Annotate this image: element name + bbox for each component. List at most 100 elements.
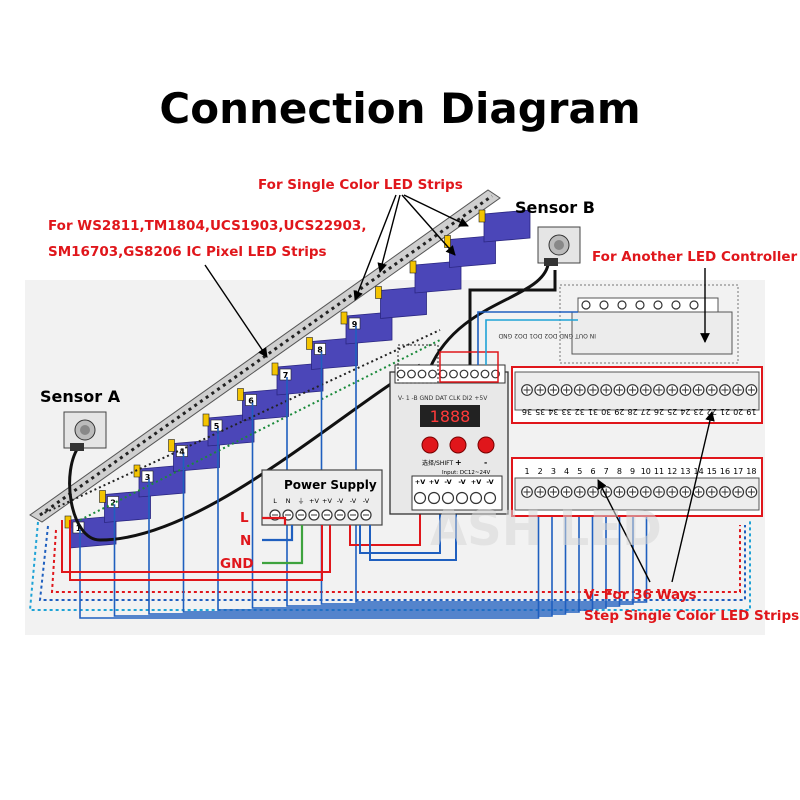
mains-l-label: L (240, 510, 249, 526)
controller-power-terminal (455, 491, 469, 505)
shift-button-label: 选择/SHIFT (422, 459, 453, 467)
step-wire (182, 453, 580, 613)
controller: V- 1 -B GND DAT CLK DI2 +5V 1888 选择/SHIF… (389, 364, 509, 515)
power-supply-label: Power Supply (284, 478, 377, 492)
mains-wires (262, 516, 304, 565)
stair-step (483, 209, 531, 243)
plus-button[interactable] (449, 436, 467, 454)
step-wire (251, 402, 607, 609)
minus-button[interactable] (477, 436, 495, 454)
step-led-strip (478, 209, 486, 223)
step-number: 3 (145, 473, 151, 482)
stair-step (449, 235, 496, 268)
step-wires (79, 326, 648, 619)
minus-button-label: - (484, 458, 487, 467)
controller-top-terminal (407, 369, 416, 379)
mains-n-label: N (240, 533, 251, 549)
sensor-terminal-highlight (439, 351, 499, 383)
controller-top-terminal (470, 369, 479, 379)
controller-power-terminal-label: -V (486, 478, 493, 486)
ic-terminal-highlight (397, 344, 439, 384)
channel-number: 10 (641, 467, 651, 476)
controller-power-terminal-label: +V (471, 478, 481, 486)
step-wire (113, 504, 553, 617)
power-supply-terminal-label: +V (309, 497, 319, 505)
channel-number: 35 (535, 407, 545, 416)
controller-top-terminal (449, 369, 458, 379)
channel-number: 29 (614, 407, 624, 416)
step-led-strip (375, 286, 382, 299)
channel-number: 9 (630, 467, 635, 476)
channel-number: 6 (590, 467, 595, 476)
channel-number: 11 (654, 467, 664, 476)
step-led-strip (99, 490, 106, 503)
channel-number: 21 (720, 407, 730, 416)
stair-step (380, 286, 427, 319)
step-led-strip (409, 260, 417, 274)
step-wire (286, 377, 621, 607)
channel-number: 3 (551, 467, 556, 476)
power-supply-terminal-label: -V (363, 497, 370, 505)
pixel-strip-label-line2: SM16703,GS8206 IC Pixel LED Strips (48, 244, 327, 260)
channel-number: 20 (733, 407, 743, 416)
sensor-cables (68, 264, 557, 542)
channel-number: 18 (746, 467, 756, 476)
power-supply-terminal-label: +V (322, 497, 332, 505)
channel-number: 17 (733, 467, 743, 476)
power-supply-terminal-label: N (286, 497, 291, 505)
channel-number: 33 (562, 407, 572, 416)
another-controller-link-2 (485, 319, 578, 365)
pixel-strip-label-line1: For WS2811,TM1804,UCS1903,UCS22903, (48, 218, 366, 234)
channel-number: 24 (680, 407, 690, 416)
channel-number: 16 (720, 467, 730, 476)
another-controller-terminal (617, 300, 627, 310)
channel-number: 7 (604, 467, 609, 476)
sensor-b (537, 226, 581, 266)
step-number-box (141, 470, 154, 483)
another-controller-terminal (581, 300, 591, 310)
step-number-box (348, 317, 361, 330)
diagram-title: Connection Diagram (159, 84, 641, 133)
step-number-box (314, 343, 326, 355)
step-number-box (245, 394, 257, 406)
channel-number: 31 (588, 407, 598, 416)
channel-number: 25 (667, 407, 677, 416)
power-supply-terminal-label: -V (337, 497, 344, 505)
channel-number: 23 (694, 407, 704, 416)
shift-button[interactable] (421, 436, 439, 454)
another-controller-terminal (599, 300, 609, 310)
step-wire (148, 479, 567, 615)
channel-number: 27 (641, 407, 651, 416)
step-number: 4 (179, 448, 185, 457)
mains-gnd-label: GND (220, 556, 254, 572)
controller-top-terminal (417, 369, 427, 379)
controller-power-terminal (427, 491, 441, 505)
step-led-strip (168, 439, 175, 452)
controller-top-terminal (438, 369, 448, 379)
channel-number: 34 (548, 407, 558, 416)
power-supply-terminal-label: ⏚ (298, 497, 305, 505)
controller-power-terminal (469, 491, 483, 505)
step-wire (79, 510, 540, 619)
controller-power-terminal (413, 491, 427, 505)
step-wire (217, 428, 594, 611)
controller-power-terminal (441, 491, 455, 505)
step-number: 6 (248, 397, 254, 406)
sensor-b-label: Sensor B (515, 198, 595, 217)
channel-number: 13 (680, 467, 690, 476)
controller-power-terminal-label: -V (444, 478, 451, 486)
controller-power-terminal (483, 491, 497, 505)
step-number: 8 (317, 346, 323, 355)
power-supply-terminal-label: L (273, 497, 277, 505)
another-controller-terminal (635, 300, 645, 310)
controller-top-terminal (396, 369, 406, 379)
step-number: 2 (110, 499, 116, 508)
step-led-strip (237, 388, 244, 401)
sensor-a-label: Sensor A (40, 387, 121, 406)
channel-number: 32 (575, 407, 585, 416)
single-color-label: For Single Color LED Strips (258, 177, 463, 193)
